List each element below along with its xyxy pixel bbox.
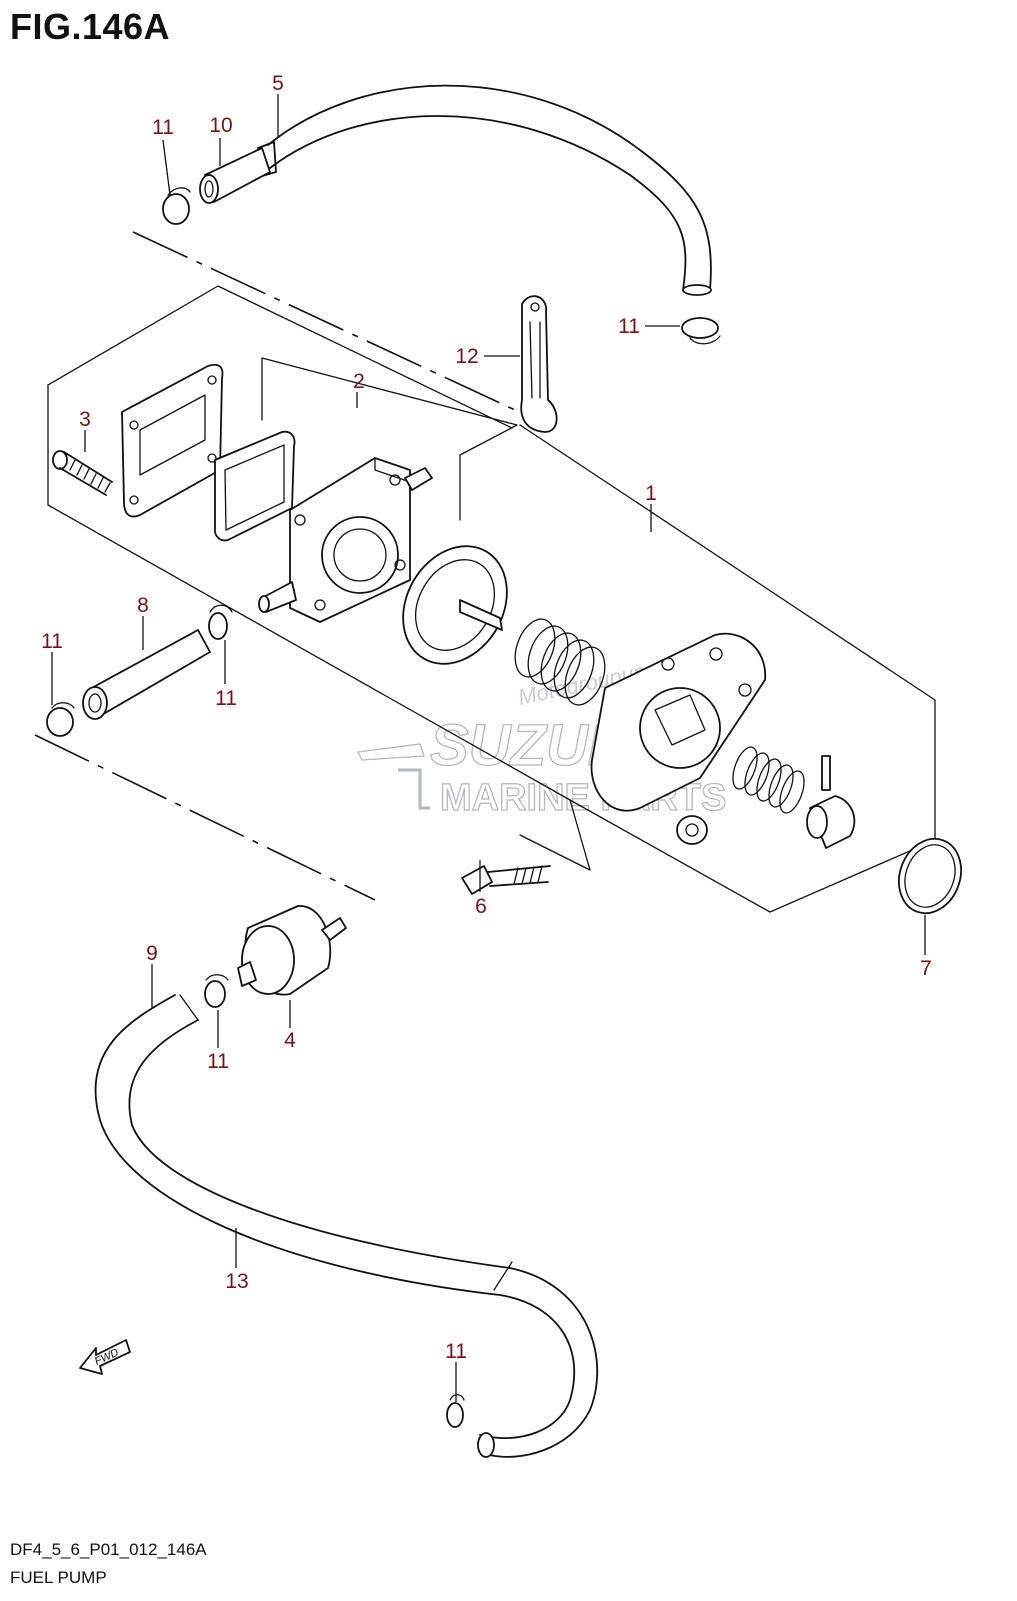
callout-10: 10 [209,114,232,137]
clip-icon [681,317,721,345]
o-ring-icon [898,837,962,915]
diaphragm [402,545,508,665]
callout-11: 11 [207,1050,229,1073]
screw-icon [52,450,113,496]
callout-3: 3 [79,408,91,431]
clip-icon [204,974,229,1008]
callout-11: 11 [215,687,237,710]
callout-2: 2 [353,370,365,393]
callout-1: 1 [645,482,657,505]
callout-6: 6 [475,895,487,918]
fuel-filter-icon [237,905,347,996]
assembly-outline [519,424,936,913]
short-hose [199,147,271,204]
assembly-outline-left [47,285,513,429]
pump-body [258,457,433,623]
clip-icon [208,604,233,640]
clip-icon [46,702,75,737]
long-hose [94,994,598,1458]
callout-11: 11 [445,1340,467,1363]
diagram-code: DF4_5_6_P01_012_146A [10,1540,207,1559]
callout-11: 11 [41,630,63,653]
callout-11: 11 [618,315,640,338]
watermark-boat-icon [357,743,425,761]
short-hose-middle [82,629,211,720]
upper-hose [257,84,712,296]
callout-11: 11 [152,116,174,139]
callout-9: 9 [146,942,158,965]
watermark-motor-icon [398,768,430,810]
callout-7: 7 [920,957,932,980]
assembly-outline-side [47,384,571,801]
callout-12: 12 [455,345,478,368]
forward-arrow-icon: FWD [79,1339,131,1375]
strap-icon [520,295,558,433]
callout-13: 13 [225,1270,248,1293]
callout-8: 8 [137,594,149,617]
clip-icon [446,1394,465,1428]
bolt-icon [461,865,551,895]
lower-housing [590,632,766,812]
leader-lines [51,94,926,1402]
cover-plate [121,363,224,518]
valve-spring-icon [732,746,856,849]
gasket [214,430,296,542]
callouts: 5 10 11 11 12 2 3 1 8 11 11 6 7 9 4 11 1… [41,72,932,1363]
subassembly-outline [261,357,518,521]
spring-icon [514,618,606,706]
reference-line [132,231,516,411]
callout-4: 4 [284,1029,296,1052]
figure-title: FIG.146A [10,6,171,47]
diagram-caption: FUEL PUMP [10,1568,107,1587]
forward-label: FWD [93,1347,121,1368]
callout-5: 5 [272,72,284,95]
nut-icon [676,815,708,845]
reference-line [34,734,376,901]
clip-icon [162,187,191,225]
